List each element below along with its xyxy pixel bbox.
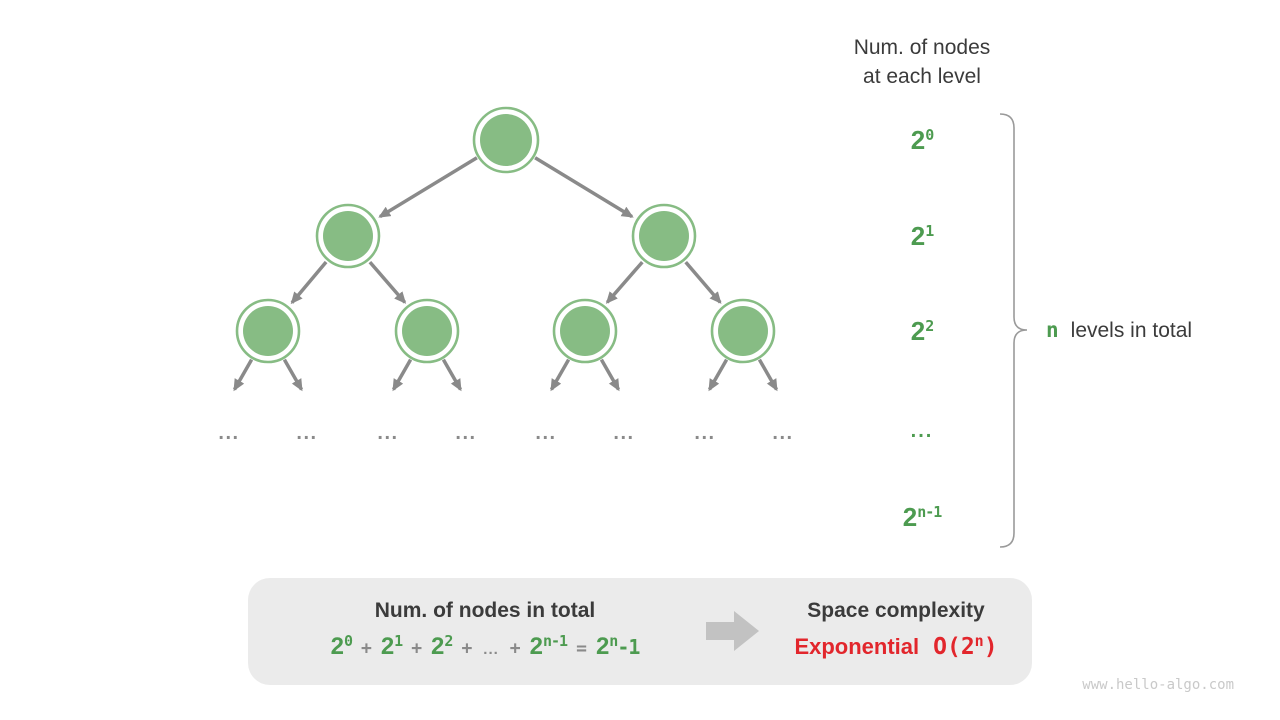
formula-token: n-1: [543, 632, 568, 650]
big-o-suffix: ): [983, 634, 998, 660]
summary-right-title: Space complexity: [807, 599, 985, 622]
summary-left-title: Num. of nodes in total: [374, 599, 596, 622]
summary-right: Space complexity Exponential O(2n): [758, 597, 1034, 664]
tree-nodes: [235, 106, 776, 364]
tree-edges: [232, 156, 779, 392]
level-label-base: 2: [910, 125, 926, 155]
tree-ellipsis: ...: [455, 422, 477, 444]
watermark: www.hello-algo.com: [1082, 677, 1234, 693]
brace-label-text: levels in total: [1070, 319, 1193, 342]
formula-token: 1: [394, 632, 403, 650]
tree-ellipsis: ...: [613, 422, 635, 444]
tree-node: [631, 203, 697, 269]
tree-ellipsis: ...: [377, 422, 399, 444]
formula-token: 2: [330, 633, 344, 660]
tree-ellipsis: ...: [772, 422, 794, 444]
block-arrow-icon: [706, 611, 759, 651]
summary-box: [248, 578, 1032, 685]
formula: 20+21+22+...+2n-1=2n-1: [270, 632, 700, 664]
tree-node: [552, 298, 618, 364]
tree-node: [394, 298, 460, 364]
formula-token: +: [360, 638, 372, 659]
level-label-2: 22: [852, 315, 992, 347]
column-header-line1: Num. of nodes: [853, 36, 991, 59]
formula-token: 2: [595, 633, 610, 660]
level-label-last: 2n-1: [852, 501, 992, 533]
formula-token: -1: [617, 635, 640, 659]
formula-token: 2: [380, 633, 395, 660]
formula-token: +: [509, 638, 521, 659]
tree-node: [235, 298, 301, 364]
formula-token: 2: [529, 633, 543, 660]
summary-left: Num. of nodes in total 20+21+22+...+2n-1…: [270, 597, 700, 664]
formula-token: =: [576, 638, 587, 659]
formula-token: n: [609, 632, 618, 650]
big-o-notation: O(2n): [933, 632, 998, 660]
level-label-exponent: 0: [925, 126, 934, 144]
big-o-exponent: n: [974, 632, 984, 650]
column-header: Num. of nodes at each level: [812, 33, 1032, 91]
formula-token: +: [411, 638, 423, 659]
formula-token: 2: [431, 633, 445, 660]
level-label-0: 20: [852, 124, 992, 156]
formula-token: 0: [343, 632, 353, 650]
brace-label-n: n: [1046, 318, 1059, 342]
level-label-1: 21: [852, 220, 992, 252]
level-label-exponent: n-1: [917, 503, 942, 521]
brace-label: n levels in total: [1046, 316, 1192, 344]
level-label-base: 2: [910, 221, 926, 251]
level-label-base: 2: [902, 502, 918, 532]
tree-ellipsis: ...: [694, 422, 716, 444]
tree-ellipsis: ...: [218, 422, 240, 444]
brace: [999, 113, 1028, 548]
tree-node: [315, 203, 381, 269]
formula-token: +: [461, 638, 473, 659]
formula-token: ...: [483, 641, 499, 658]
complexity-line: Exponential O(2n): [758, 632, 1034, 664]
complexity-word: Exponential: [794, 634, 920, 659]
tree-ellipsis: ...: [535, 422, 557, 444]
big-o-prefix: O(2: [933, 634, 975, 660]
level-label-exponent: 2: [925, 317, 934, 335]
column-header-line2: at each level: [863, 65, 981, 88]
level-label-exponent: 1: [925, 222, 934, 240]
tree-node: [472, 106, 540, 174]
level-label-ellipsis: ...: [852, 415, 992, 447]
level-label-base: 2: [910, 316, 926, 346]
tree-ellipsis: ...: [296, 422, 318, 444]
formula-token: 2: [444, 632, 453, 650]
tree-node: [710, 298, 776, 364]
level-label-base: ...: [910, 420, 934, 442]
